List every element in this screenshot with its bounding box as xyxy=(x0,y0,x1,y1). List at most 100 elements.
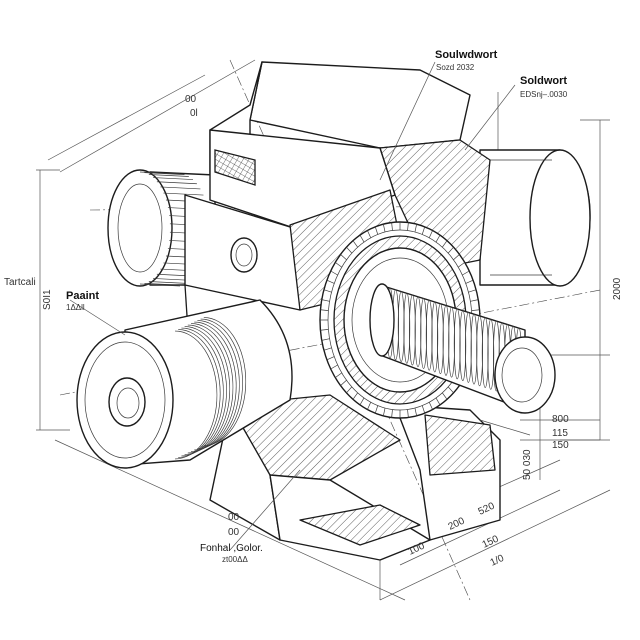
gear-tooth xyxy=(330,364,338,370)
footer-label: Fonhal ,Golor. xyxy=(200,543,263,554)
dim-bottom-0: 00 xyxy=(228,527,240,538)
gear-tooth xyxy=(352,240,358,248)
gear-tooth xyxy=(414,407,417,416)
gear-tooth xyxy=(367,230,372,238)
gear-tooth xyxy=(323,289,332,293)
title-main: Soulwdwort xyxy=(435,49,498,61)
thread-line xyxy=(425,299,433,371)
dim-r-500: 50 030 xyxy=(522,449,533,480)
gear-tooth xyxy=(465,279,474,284)
gear-tooth xyxy=(458,262,465,268)
thread-line xyxy=(409,294,416,366)
knurl-line xyxy=(148,281,189,284)
title-main-sub: Sozd 2032 xyxy=(436,63,475,72)
dim-top-00: 00 xyxy=(185,94,197,105)
gear-tooth xyxy=(442,392,448,400)
gear-tooth xyxy=(407,222,409,231)
gear-tooth xyxy=(407,409,409,418)
gear-tooth xyxy=(320,329,329,331)
title-right: Soldwort xyxy=(520,75,567,87)
gear-tooth xyxy=(340,254,347,261)
thread-line xyxy=(403,292,411,364)
front-cylinder xyxy=(76,299,293,469)
knurl-line xyxy=(160,186,201,190)
dim-top-0: 0l xyxy=(190,108,198,119)
gear-tooth xyxy=(346,386,353,394)
gear-tooth xyxy=(468,289,477,293)
threaded-shaft xyxy=(369,283,556,414)
knurl-line xyxy=(139,283,181,287)
gear-tooth xyxy=(326,356,335,361)
leader-lines xyxy=(69,61,531,551)
gear-tooth xyxy=(470,299,479,302)
dim-r-800: 800 xyxy=(552,414,569,425)
dim-bottom-00: 00 xyxy=(228,512,240,523)
thread-line xyxy=(448,306,455,378)
gear-tooth xyxy=(447,246,454,254)
knurl-line xyxy=(139,171,181,175)
gear-tooth xyxy=(442,240,448,248)
gear-tooth xyxy=(435,397,441,406)
gear-tooth xyxy=(428,402,433,410)
gear-tooth xyxy=(383,407,386,416)
dim-r-150: 150 xyxy=(552,440,569,451)
gear-tooth xyxy=(335,372,342,378)
gear-tooth xyxy=(421,226,426,235)
gear-tooth xyxy=(330,270,338,276)
gear-tooth xyxy=(421,405,426,414)
thread-line xyxy=(397,291,405,362)
gear-tooth xyxy=(471,309,480,311)
thread-line xyxy=(414,296,422,368)
gear-tooth xyxy=(435,234,441,243)
gear-tooth xyxy=(352,392,358,400)
footer-sub: zt00ΔΔ xyxy=(222,555,248,564)
left-label: Tartcali xyxy=(4,277,36,288)
gear-tooth xyxy=(321,338,330,341)
gear-tooth xyxy=(447,386,454,394)
gear-tooth xyxy=(367,402,372,410)
gear-tooth xyxy=(374,405,379,414)
gear-tooth xyxy=(462,270,470,276)
part-label-sub: 1ΔΔll xyxy=(66,303,85,312)
knurl-line xyxy=(156,181,197,185)
gear-tooth xyxy=(391,409,393,418)
gear-tooth xyxy=(453,254,460,261)
knurl-line xyxy=(152,177,194,180)
thread-line xyxy=(442,305,450,376)
gear-tooth xyxy=(359,397,365,406)
right-cylinder xyxy=(479,149,591,287)
gear-tooth xyxy=(326,279,335,284)
gear-tooth xyxy=(374,226,379,235)
gear-tooth xyxy=(428,230,433,238)
knurl-line xyxy=(163,192,204,196)
thread-line xyxy=(459,310,467,382)
gear-tooth xyxy=(320,309,329,311)
part-label: Paaint xyxy=(66,290,99,302)
knurl-line xyxy=(148,174,189,177)
knurl-line xyxy=(144,283,185,286)
dim-right-vertical: 2000 xyxy=(612,277,623,300)
thread-line xyxy=(481,317,489,388)
title-right-sub: EDSnj–.0030 xyxy=(520,90,568,99)
gear-tooth xyxy=(391,222,393,231)
gear-tooth xyxy=(359,234,365,243)
thread-line xyxy=(420,298,427,369)
dim-b-150: 150 xyxy=(481,534,501,551)
gear-tooth xyxy=(335,262,342,268)
thread-line xyxy=(476,315,483,387)
knurl-line xyxy=(144,172,185,175)
dim-left-vertical: S0I1 xyxy=(42,289,53,310)
thread-line xyxy=(453,308,461,380)
main-block xyxy=(184,61,501,561)
dim-b-10: 1/0 xyxy=(489,553,507,569)
gear-tooth xyxy=(414,224,417,233)
thread-line xyxy=(437,303,444,375)
gear-tooth xyxy=(346,246,353,254)
thread-line xyxy=(470,313,478,385)
dim-r-115: 115 xyxy=(552,428,568,439)
labels: Soulwdwort Sozd 2032 Soldwort EDSnj–.003… xyxy=(4,49,623,569)
gear-tooth xyxy=(383,224,386,233)
gear-tooth xyxy=(321,299,330,302)
gear-tooth xyxy=(323,347,332,351)
gear-tooth xyxy=(340,379,347,386)
